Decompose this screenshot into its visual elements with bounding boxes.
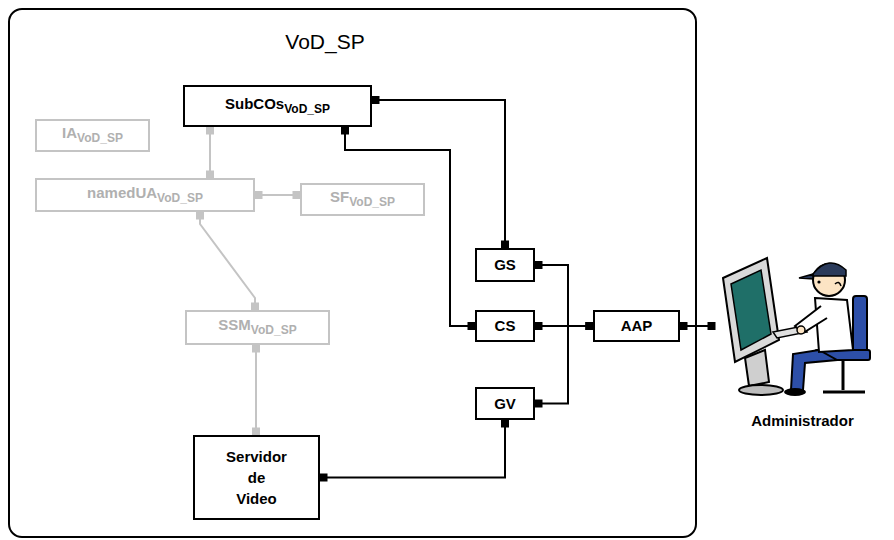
connector-line (209, 127, 211, 178)
node-label: Servidor de Video (226, 446, 287, 509)
node-label: AAP (621, 317, 653, 334)
arm (795, 306, 827, 333)
node-label: GS (494, 256, 516, 273)
connector (535, 261, 594, 330)
node-label: SF (330, 188, 349, 205)
monitor-screen (731, 270, 771, 350)
manager-box: CS (475, 310, 535, 342)
server-box: Servidor de Video (193, 435, 320, 520)
text-group: VoD_SP (285, 30, 364, 54)
ear (835, 282, 841, 286)
port-square (320, 474, 328, 482)
actor-figure: Administrador (715, 240, 890, 430)
connector (341, 127, 476, 331)
subscript-label: VoD_SP (284, 102, 330, 116)
eye (817, 280, 820, 283)
connector (680, 322, 716, 330)
chair-leg (842, 360, 845, 390)
port-square (680, 322, 688, 330)
port-square (501, 420, 509, 428)
port-square (535, 261, 543, 269)
component-box: SSMVoD_SP (185, 310, 330, 345)
node-label: SubCOs (225, 95, 284, 112)
text-group: GV (494, 395, 516, 413)
port-square (535, 322, 543, 330)
chair-back (853, 296, 867, 358)
port-square (372, 96, 380, 104)
manager-box: GS (475, 248, 535, 282)
access-box: AAP (593, 310, 680, 342)
manager-box: GV (475, 387, 535, 420)
connector (206, 127, 214, 179)
trousers (791, 350, 837, 390)
text-group: Servidor de Video (226, 446, 287, 509)
monitor-body (723, 258, 779, 362)
system-boundary: VoD_SPSubCOsVoD_SPIAVoD_SPnamedUAVoD_SPS… (8, 8, 697, 538)
component-box: namedUAVoD_SP (35, 178, 255, 212)
boundary-title: VoD_SP (285, 30, 364, 53)
subscript-label: VoD_SP (77, 131, 123, 145)
node-label: CS (495, 317, 516, 334)
text-group: namedUAVoD_SP (87, 184, 203, 207)
text-group: SFVoD_SP (330, 188, 395, 211)
connector (372, 96, 510, 249)
text-group: AAP (621, 317, 653, 335)
keyboard (773, 326, 807, 338)
connector-line (372, 100, 505, 248)
connector-line (255, 345, 257, 435)
cap (813, 263, 846, 276)
administrator-figure (715, 240, 890, 402)
connector-line (535, 326, 593, 404)
monitor-stand (745, 350, 769, 386)
port-square (196, 212, 204, 220)
connector-line (535, 265, 593, 326)
subscript-label: VoD_SP (157, 191, 203, 205)
port-square (206, 127, 214, 135)
node-label: namedUA (87, 184, 157, 201)
connector-line (200, 212, 255, 310)
connector (320, 420, 510, 482)
cap-brim (799, 274, 813, 279)
component-box: IAVoD_SP (35, 119, 150, 152)
text-group: GS (494, 256, 516, 274)
component-box: SubCOsVoD_SP (183, 85, 372, 127)
port-square (252, 345, 260, 353)
node-label: GV (494, 395, 516, 412)
connector-line (320, 420, 505, 478)
connector-line (345, 127, 475, 326)
connector (196, 212, 259, 311)
node-label: Administrador (751, 412, 854, 429)
connector (535, 322, 594, 408)
text-group: SSMVoD_SP (218, 316, 296, 339)
shoe (784, 388, 806, 396)
port-square (255, 191, 263, 199)
connector (252, 345, 260, 436)
port-square (535, 400, 543, 408)
text-group: IAVoD_SP (62, 124, 123, 147)
hand (797, 326, 805, 334)
text-group: CS (495, 317, 516, 335)
port-square (708, 322, 716, 330)
component-box: SFVoD_SP (300, 183, 425, 216)
monitor-base (739, 385, 783, 395)
text-group: Administrador (715, 412, 890, 430)
connector (255, 191, 301, 199)
text-group: SubCOsVoD_SP (225, 95, 330, 118)
node-label: IA (62, 124, 77, 141)
chair-foot (823, 391, 865, 394)
node-label: SSM (218, 316, 251, 333)
port-square (341, 127, 349, 135)
subscript-label: VoD_SP (349, 195, 395, 209)
subscript-label: VoD_SP (251, 323, 297, 337)
